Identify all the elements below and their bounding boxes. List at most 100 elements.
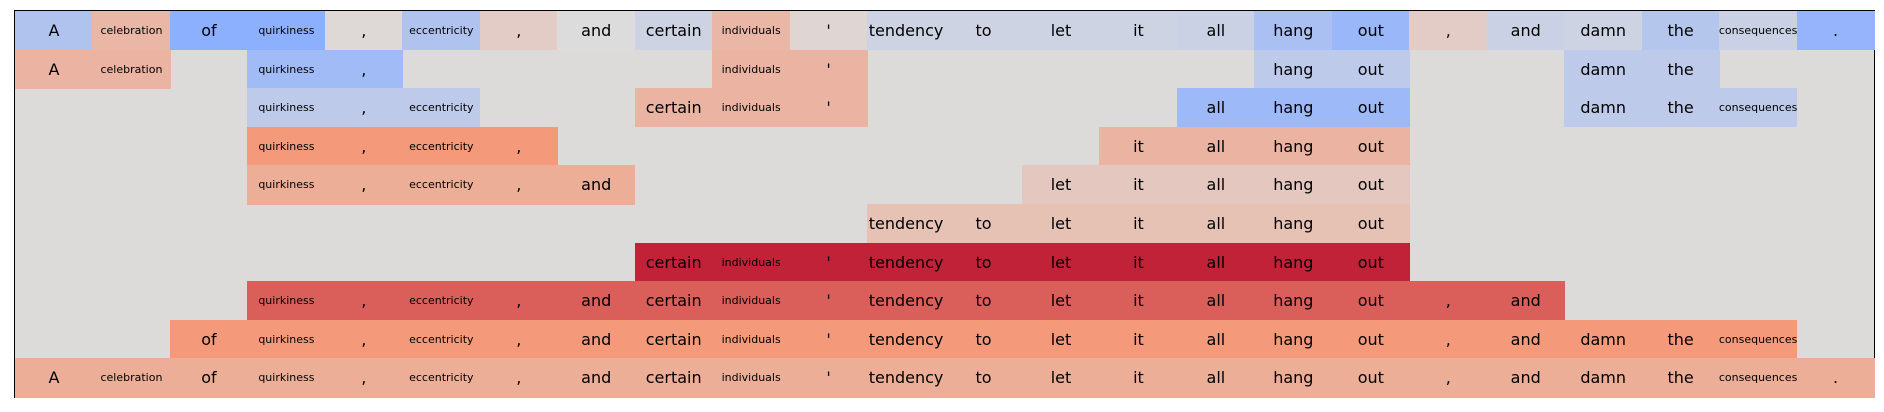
- heatmap-cell: celebration: [92, 49, 171, 89]
- heatmap-cell: ,: [479, 281, 558, 321]
- heatmap-cell: hang: [1254, 88, 1333, 128]
- heatmap-cell: damn: [1564, 88, 1643, 128]
- heatmap-cell: .: [1796, 11, 1875, 51]
- heatmap-cell: individuals: [712, 358, 791, 398]
- heatmap-cell: to: [944, 319, 1023, 359]
- heatmap-cell: ': [789, 49, 868, 89]
- heatmap-cell: all: [1176, 88, 1255, 128]
- heatmap-cell: ,: [324, 319, 403, 359]
- heatmap-cell: ,: [324, 49, 403, 89]
- heatmap-cell: let: [1021, 242, 1100, 282]
- heatmap-cell: consequences: [1719, 88, 1798, 128]
- heatmap-cell: individuals: [712, 242, 791, 282]
- heatmap-cell: quirkiness: [247, 281, 326, 321]
- heatmap-cell: damn: [1564, 358, 1643, 398]
- heatmap-cell: .: [1796, 358, 1875, 398]
- heatmap-cell: and: [1486, 319, 1565, 359]
- heatmap-cell: the: [1641, 319, 1720, 359]
- heatmap-cell: A: [15, 49, 94, 89]
- heatmap-cell: ,: [324, 358, 403, 398]
- heatmap-cell: let: [1021, 165, 1100, 205]
- heatmap-cell: ': [789, 88, 868, 128]
- heatmap-cell: certain: [634, 319, 713, 359]
- heatmap-cell: quirkiness: [247, 165, 326, 205]
- heatmap-cell: ,: [479, 319, 558, 359]
- heatmap-cell: to: [944, 358, 1023, 398]
- heatmap-cell: let: [1021, 204, 1100, 244]
- heatmap-cell: and: [557, 165, 636, 205]
- heatmap-cell: eccentricity: [402, 358, 481, 398]
- heatmap-cell: out: [1331, 319, 1410, 359]
- heatmap-cell: eccentricity: [402, 11, 481, 51]
- heatmap-cell: individuals: [712, 281, 791, 321]
- heatmap-cell: eccentricity: [402, 319, 481, 359]
- heatmap-cell: damn: [1564, 11, 1643, 51]
- heatmap-cell: ,: [324, 165, 403, 205]
- heatmap-cell: individuals: [712, 88, 791, 128]
- heatmap-cell: to: [944, 242, 1023, 282]
- heatmap-cell: all: [1176, 242, 1255, 282]
- heatmap-cell: hang: [1254, 319, 1333, 359]
- heatmap-cell: out: [1331, 88, 1410, 128]
- heatmap-cell: celebration: [92, 358, 171, 398]
- heatmap-cell: out: [1331, 242, 1410, 282]
- heatmap-cell: out: [1331, 358, 1410, 398]
- heatmap-cell: it: [1099, 242, 1178, 282]
- heatmap-cell: of: [169, 11, 248, 51]
- heatmap-cell: all: [1176, 165, 1255, 205]
- heatmap-cell: ,: [479, 11, 558, 51]
- heatmap-cell: certain: [634, 11, 713, 51]
- heatmap-cell: the: [1641, 49, 1720, 89]
- heatmap-cell: out: [1331, 11, 1410, 51]
- heatmap-cell: and: [1486, 358, 1565, 398]
- heatmap-cell: certain: [634, 281, 713, 321]
- heatmap-cell: all: [1176, 319, 1255, 359]
- heatmap-cell: individuals: [712, 319, 791, 359]
- heatmap-cell: quirkiness: [247, 49, 326, 89]
- heatmap-cell: celebration: [92, 11, 171, 51]
- heatmap-cell: out: [1331, 281, 1410, 321]
- heatmap-cell: ': [789, 358, 868, 398]
- heatmap-cell: hang: [1254, 49, 1333, 89]
- heatmap-cell: and: [557, 319, 636, 359]
- heatmap-cell: it: [1099, 204, 1178, 244]
- heatmap-cell: let: [1021, 319, 1100, 359]
- heatmap-cell: hang: [1254, 204, 1333, 244]
- heatmap-cell: damn: [1564, 319, 1643, 359]
- heatmap-cell: and: [1486, 11, 1565, 51]
- heatmap-cell: ,: [324, 281, 403, 321]
- heatmap-cell: it: [1099, 11, 1178, 51]
- heatmap-cell: tendency: [867, 242, 946, 282]
- heatmap-cell: ': [789, 319, 868, 359]
- heatmap-cell: consequences: [1719, 319, 1798, 359]
- heatmap-cell: ,: [479, 165, 558, 205]
- heatmap-cell: tendency: [867, 204, 946, 244]
- heatmap-cell: ,: [324, 11, 403, 51]
- heatmap-cell: let: [1021, 11, 1100, 51]
- heatmap-cell: quirkiness: [247, 88, 326, 128]
- heatmap-cell: the: [1641, 88, 1720, 128]
- heatmap-cell: ,: [324, 88, 403, 128]
- heatmap-cell: it: [1099, 281, 1178, 321]
- heatmap-cell: let: [1021, 358, 1100, 398]
- heatmap-cell: ,: [1409, 11, 1488, 51]
- heatmap-cell: hang: [1254, 358, 1333, 398]
- heatmap-cell: out: [1331, 49, 1410, 89]
- heatmap-cell: eccentricity: [402, 281, 481, 321]
- heatmap-cell: certain: [634, 242, 713, 282]
- heatmap-cell: certain: [634, 88, 713, 128]
- heatmap-cell: hang: [1254, 242, 1333, 282]
- heatmap-cell: and: [557, 281, 636, 321]
- heatmap-cell: hang: [1254, 165, 1333, 205]
- heatmap-cell: all: [1176, 204, 1255, 244]
- heatmap-cell: and: [557, 11, 636, 51]
- heatmap-cell: all: [1176, 358, 1255, 398]
- heatmap-cell: individuals: [712, 11, 791, 51]
- heatmap-cell: all: [1176, 126, 1255, 166]
- heatmap-cell: ': [789, 242, 868, 282]
- heatmap-cell: certain: [634, 358, 713, 398]
- heatmap-cell: of: [169, 319, 248, 359]
- heatmap-cell: let: [1021, 281, 1100, 321]
- heatmap-cell: tendency: [867, 281, 946, 321]
